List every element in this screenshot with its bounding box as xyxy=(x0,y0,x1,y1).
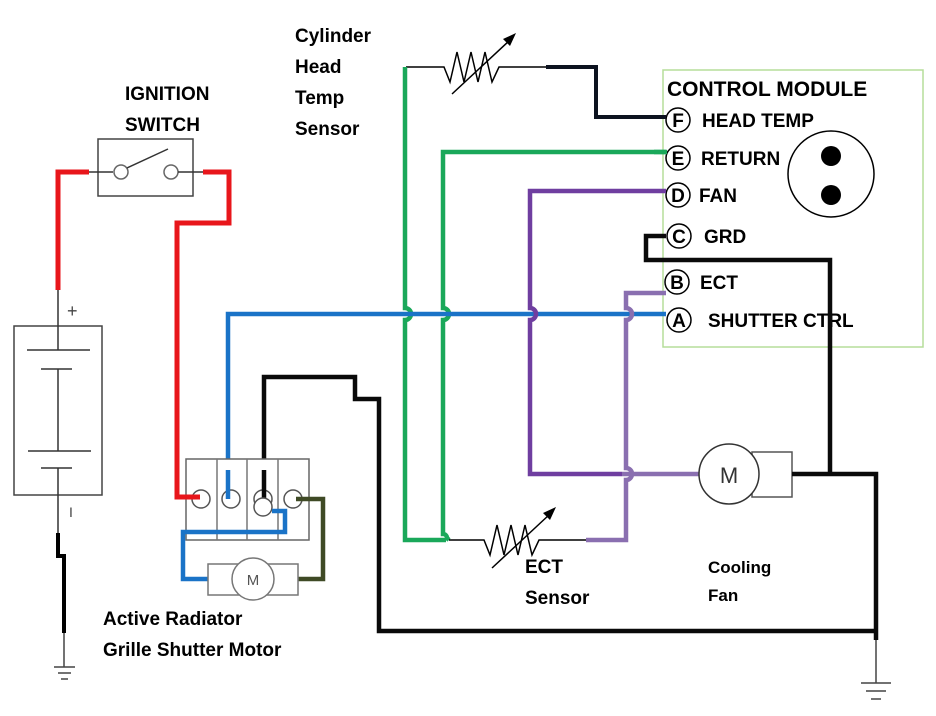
shutter-label-1: Active Radiator xyxy=(103,609,243,630)
cyl-head-label-4: Sensor xyxy=(295,119,360,140)
pin-b-circle xyxy=(664,269,690,295)
cooling-fan-label-2: Fan xyxy=(708,586,738,605)
shutter-ctrl-wire xyxy=(225,311,666,497)
ect-wire xyxy=(586,290,666,543)
pin-e-label: RETURN xyxy=(701,149,780,170)
pin-b-label: ECT xyxy=(700,273,738,294)
cyl-head-label-3: Temp xyxy=(295,88,344,109)
shutter-ground-wire xyxy=(261,374,876,634)
head-temp-wire xyxy=(546,65,666,119)
cyl-head-return-wire xyxy=(402,67,446,543)
switch-to-shutter-wire xyxy=(174,169,232,500)
battery-icon xyxy=(13,290,103,533)
pin-d-letter: D xyxy=(671,186,685,207)
fan-wire xyxy=(527,188,666,477)
cooling-fan-motor-label: M xyxy=(720,463,738,488)
pin-a-letter: A xyxy=(672,311,686,332)
pin-d-label: FAN xyxy=(699,186,737,207)
shutter-motor-label: M xyxy=(247,572,260,589)
pin-f-circle xyxy=(665,107,691,133)
return-wire xyxy=(440,149,666,542)
cooling-fan-label-1: Cooling xyxy=(708,558,771,577)
battery-plus-label: + xyxy=(67,301,78,321)
shutter-motor-return-wire xyxy=(296,496,326,582)
pin-c-circle xyxy=(666,223,692,249)
pin-c-label: GRD xyxy=(704,227,746,248)
ground-icon-battery xyxy=(54,633,75,680)
cyl-head-label-2: Head xyxy=(295,57,341,78)
pin-f-letter: F xyxy=(672,111,684,132)
shutter-terminal-3-overlay xyxy=(253,497,273,517)
pin-b: B ECT xyxy=(664,269,738,295)
battery-minus-label: I xyxy=(69,504,73,520)
ect-label-2: Sensor xyxy=(525,588,590,609)
pin-c: C GRD xyxy=(666,223,746,249)
pin-b-letter: B xyxy=(670,273,684,294)
cyl-head-label-1: Cylinder xyxy=(295,26,372,47)
pin-e-letter: E xyxy=(672,149,685,170)
pin-e: E RETURN xyxy=(665,145,780,171)
shutter-motor-icon xyxy=(207,557,299,601)
shutter-label-2: Grille Shutter Motor xyxy=(103,640,282,661)
control-module-box xyxy=(662,69,924,348)
pin-f: F HEAD TEMP xyxy=(665,107,814,133)
ect-label-1: ECT xyxy=(525,557,563,578)
pin-a-label: SHUTTER CTRL xyxy=(708,311,854,332)
pin-c-letter: C xyxy=(672,227,686,248)
cyl-head-thermistor-icon xyxy=(406,33,546,95)
cooling-fan-motor-icon xyxy=(698,443,793,505)
module-ground-wire xyxy=(643,233,833,474)
shutter-connector-icon xyxy=(185,458,310,541)
fan-ground-wire xyxy=(792,471,879,640)
module-connector-icon xyxy=(787,130,875,218)
ground-icon-main xyxy=(861,640,891,700)
pin-a-circle xyxy=(666,307,692,333)
shutter-motor-feed-wire xyxy=(180,508,288,582)
ect-thermistor-icon xyxy=(449,507,586,569)
pin-a: A SHUTTER CTRL xyxy=(666,307,854,333)
pin-d-circle xyxy=(665,182,691,208)
ignition-label-2: SWITCH xyxy=(125,115,200,136)
ignition-switch-icon xyxy=(89,138,203,197)
battery-ground-wire xyxy=(56,533,66,633)
pin-e-circle xyxy=(665,145,691,171)
battery-to-switch-wire xyxy=(55,169,89,290)
control-module-title: CONTROL MODULE xyxy=(667,78,867,101)
ignition-label-1: IGNITION xyxy=(125,84,209,105)
pin-d: D FAN xyxy=(665,182,737,208)
pin-f-label: HEAD TEMP xyxy=(702,111,814,132)
